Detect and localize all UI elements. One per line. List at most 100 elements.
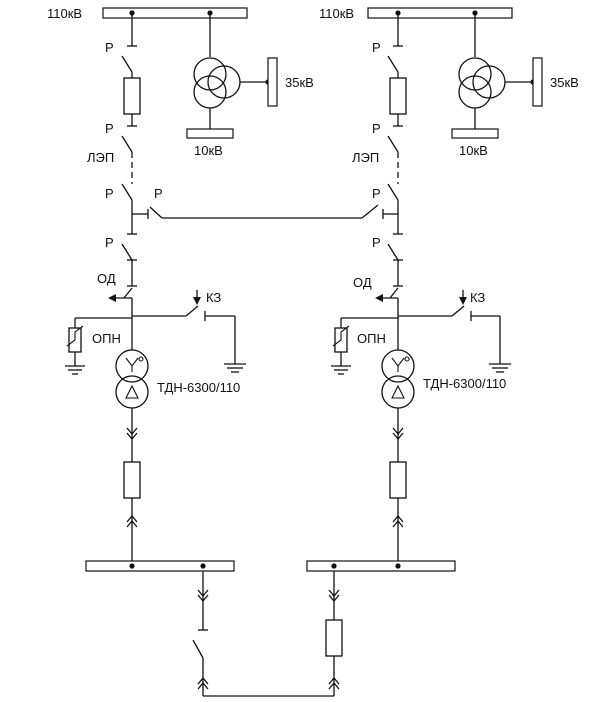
right-lv-bus-section [306,560,456,572]
left-plug-contact-2b [126,519,138,528]
right-disconnector-label-2: Р [372,121,381,136]
left-breaker [123,77,141,115]
left-disconnector-label-3: Р [105,235,114,250]
right-plug-contact-2a [392,514,404,523]
right-10kv-bus [451,128,499,139]
left-plug-contact-2a [126,514,138,523]
left-disconnector-label-2: Р [105,121,114,136]
left-lv-breaker [123,461,141,499]
left-plug-contact-1a [126,427,138,436]
right-110kv-bus [367,7,513,19]
left-line-disconnector-label: Р [105,186,114,201]
right-35kv-bus [532,57,543,107]
left-tr2-delta-icon [125,384,139,399]
left-line-entry: Р Р Р [105,183,163,261]
right-breaker [389,77,407,115]
left-line-label: ЛЭП [87,150,114,165]
left-10kv-bus [186,128,234,139]
right-line-label: ЛЭП [352,150,379,165]
tie-right-plug-2b [328,681,340,690]
right-10kv-label: 10кВ [459,143,488,158]
left-10kv-label: 10кВ [194,143,223,158]
right-disconnector-label-1: Р [372,40,381,55]
right-short-circuiter-blade [451,305,465,317]
left-tr2-star-icon [125,357,139,367]
left-bridge-disconnector-label: Р [154,186,163,201]
left-plug-contact-1b [126,432,138,441]
right-tr2-delta-icon [391,384,405,399]
right-110kv-label: 110кВ [319,6,354,21]
right-tr2-winding-lv [381,375,415,409]
left-110kv-bus [102,7,248,19]
left-disconnector-label-1: Р [105,40,114,55]
right-disconnector-label-3: Р [372,235,381,250]
right-separator-blade [389,287,399,299]
left-separator-label: ОД [97,271,116,286]
tie-right-plug-1b [328,594,340,603]
right-lv-bus-tie-node [331,563,337,569]
right-plug-contact-1b [392,432,404,441]
left-separator-blade [123,287,133,299]
left-disconnector-3-blade [121,243,133,261]
right-tr3-winding-lv [458,75,492,109]
left-disconnector-2-blade [121,135,133,153]
right-separator-label: ОД [353,275,372,290]
right-line-disconnector-blade [387,183,399,201]
left-lv-bus-section [85,560,235,572]
right-tr2-star-icon [391,357,405,367]
right-transformer-label: ТДН-6300/110 [423,376,506,391]
left-source-substation: 110кВ Р Р ЛЭП 35кВ 10кВ [47,6,314,184]
left-short-circuiter-arrow-icon [193,297,201,305]
left-lv-bus-tie-node [200,563,206,569]
left-lv-bus-node [129,563,135,569]
right-plug-contact-1a [392,427,404,436]
right-disconnector-2-blade [387,135,399,153]
right-tr2-neutral-icon [404,356,410,362]
left-35kv-bus [267,57,278,107]
left-short-circuiter-label: КЗ [206,290,221,305]
right-lv-breaker [389,461,407,499]
tie-right-plug-1a [328,589,340,598]
bridge-disconnector-blade [149,206,163,219]
left-tr2-neutral-icon [138,356,144,362]
left-tr2-winding-hv [115,349,149,383]
right-transformer-bay: ОД ОПН КЗ ТДН-6300/110 [331,259,511,566]
tie-breaker [325,619,343,657]
right-35kv-label: 35кВ [550,75,579,90]
left-tr3-winding-lv [193,75,227,109]
left-tr2-winding-lv [115,375,149,409]
right-lv-bus-node [395,563,401,569]
right-source-substation: 110кВ Р Р ЛЭП 35кВ 10кВ [319,6,579,184]
left-transformer-label: ТДН-6300/110 [157,380,240,395]
left-35kv-label: 35кВ [285,75,314,90]
left-separator-arrow-icon [108,294,116,302]
tie-left-plug-1b [197,594,209,603]
right-short-circuiter-label: КЗ [470,290,485,305]
left-line-disconnector-blade [121,183,133,201]
bridge-right-blade [361,204,379,219]
left-transformer-bay: ОД ОПН КЗ ТДН-6300/110 [65,259,246,566]
left-110kv-label: 110кВ [47,6,82,21]
right-arrester-varistor-mark [332,325,350,347]
right-line-disconnector-label: Р [372,186,381,201]
right-short-circuiter-arrow-icon [459,297,467,305]
tie-right-plug-2a [328,676,340,685]
tie-left-plug-2a [197,676,209,685]
tie-left-plug-2b [197,681,209,690]
lv-switchgear [85,560,456,697]
right-plug-contact-2b [392,519,404,528]
left-arrester-label: ОПН [92,331,121,346]
right-disconnector-3-blade [387,243,399,261]
bridge-jumper [149,204,379,219]
left-short-circuiter-blade [185,305,199,317]
right-disconnector-blade [387,55,399,73]
right-arrester-label: ОПН [357,331,386,346]
tie-left-plug-1a [197,589,209,598]
left-disconnector-blade [121,55,133,73]
left-arrester-varistor-mark [66,325,84,347]
right-separator-arrow-icon [375,294,383,302]
tie-left-disconnector-blade [192,639,204,659]
right-tr2-winding-hv [381,349,415,383]
